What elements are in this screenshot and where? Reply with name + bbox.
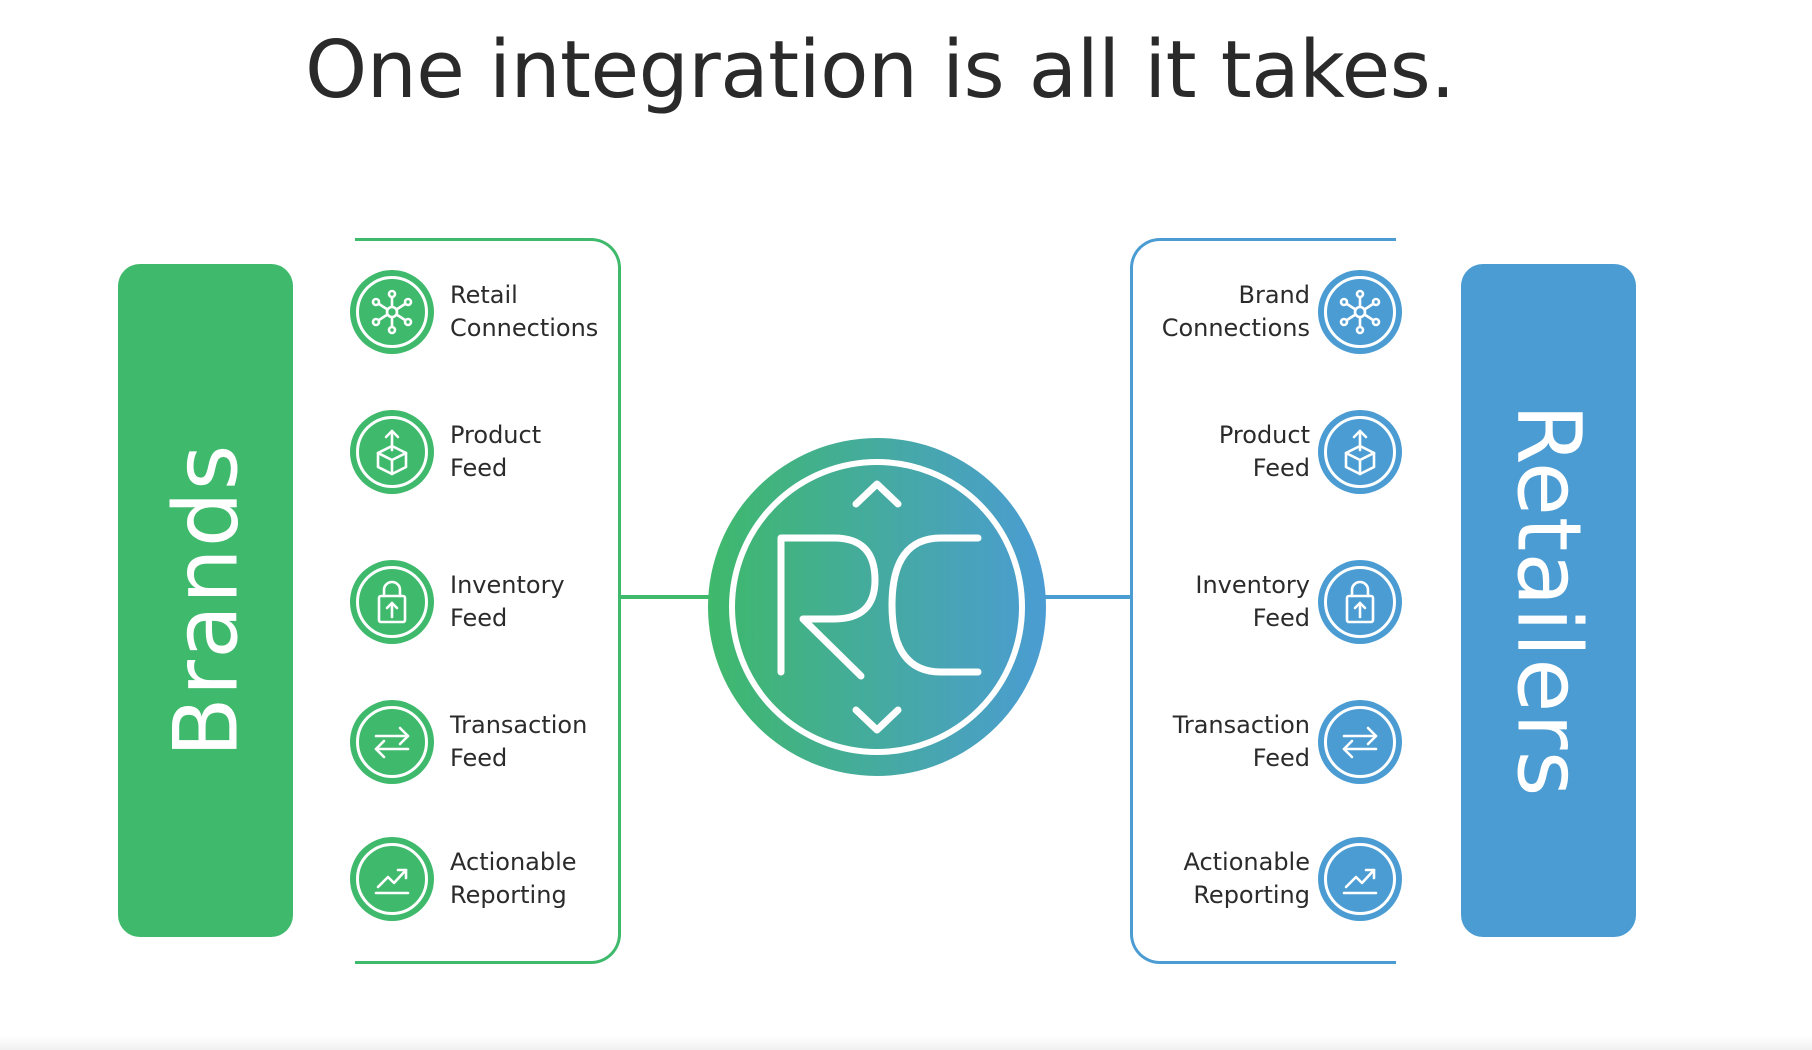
bottom-fade: [0, 1036, 1812, 1050]
brands-connector-line: [621, 595, 711, 599]
chevron-up-icon: [852, 480, 902, 508]
network-hub-icon: [350, 270, 434, 354]
brands-label: Brands: [154, 443, 257, 758]
exchange-arrows-icon: [350, 700, 434, 784]
logo-letter-c: [888, 534, 982, 676]
retailers-bracket: [1130, 238, 1396, 964]
retailers-label: Retailers: [1497, 403, 1601, 798]
box-upload-icon: [1318, 410, 1402, 494]
logo-letter-r: [777, 534, 879, 680]
rc-logo-hub: [708, 438, 1046, 776]
brands-bracket: [355, 238, 621, 964]
trend-up-icon: [350, 837, 434, 921]
lock-upload-icon: [1318, 560, 1402, 644]
page-title: One integration is all it takes.: [305, 24, 1455, 116]
box-upload-icon: [350, 410, 434, 494]
lock-upload-icon: [350, 560, 434, 644]
brands-panel: Brands: [118, 264, 293, 937]
retailers-connector-line: [1040, 595, 1130, 599]
trend-up-icon: [1318, 837, 1402, 921]
chevron-down-icon: [852, 706, 902, 734]
retailers-panel: Retailers: [1461, 264, 1636, 937]
network-hub-icon: [1318, 270, 1402, 354]
exchange-arrows-icon: [1318, 700, 1402, 784]
